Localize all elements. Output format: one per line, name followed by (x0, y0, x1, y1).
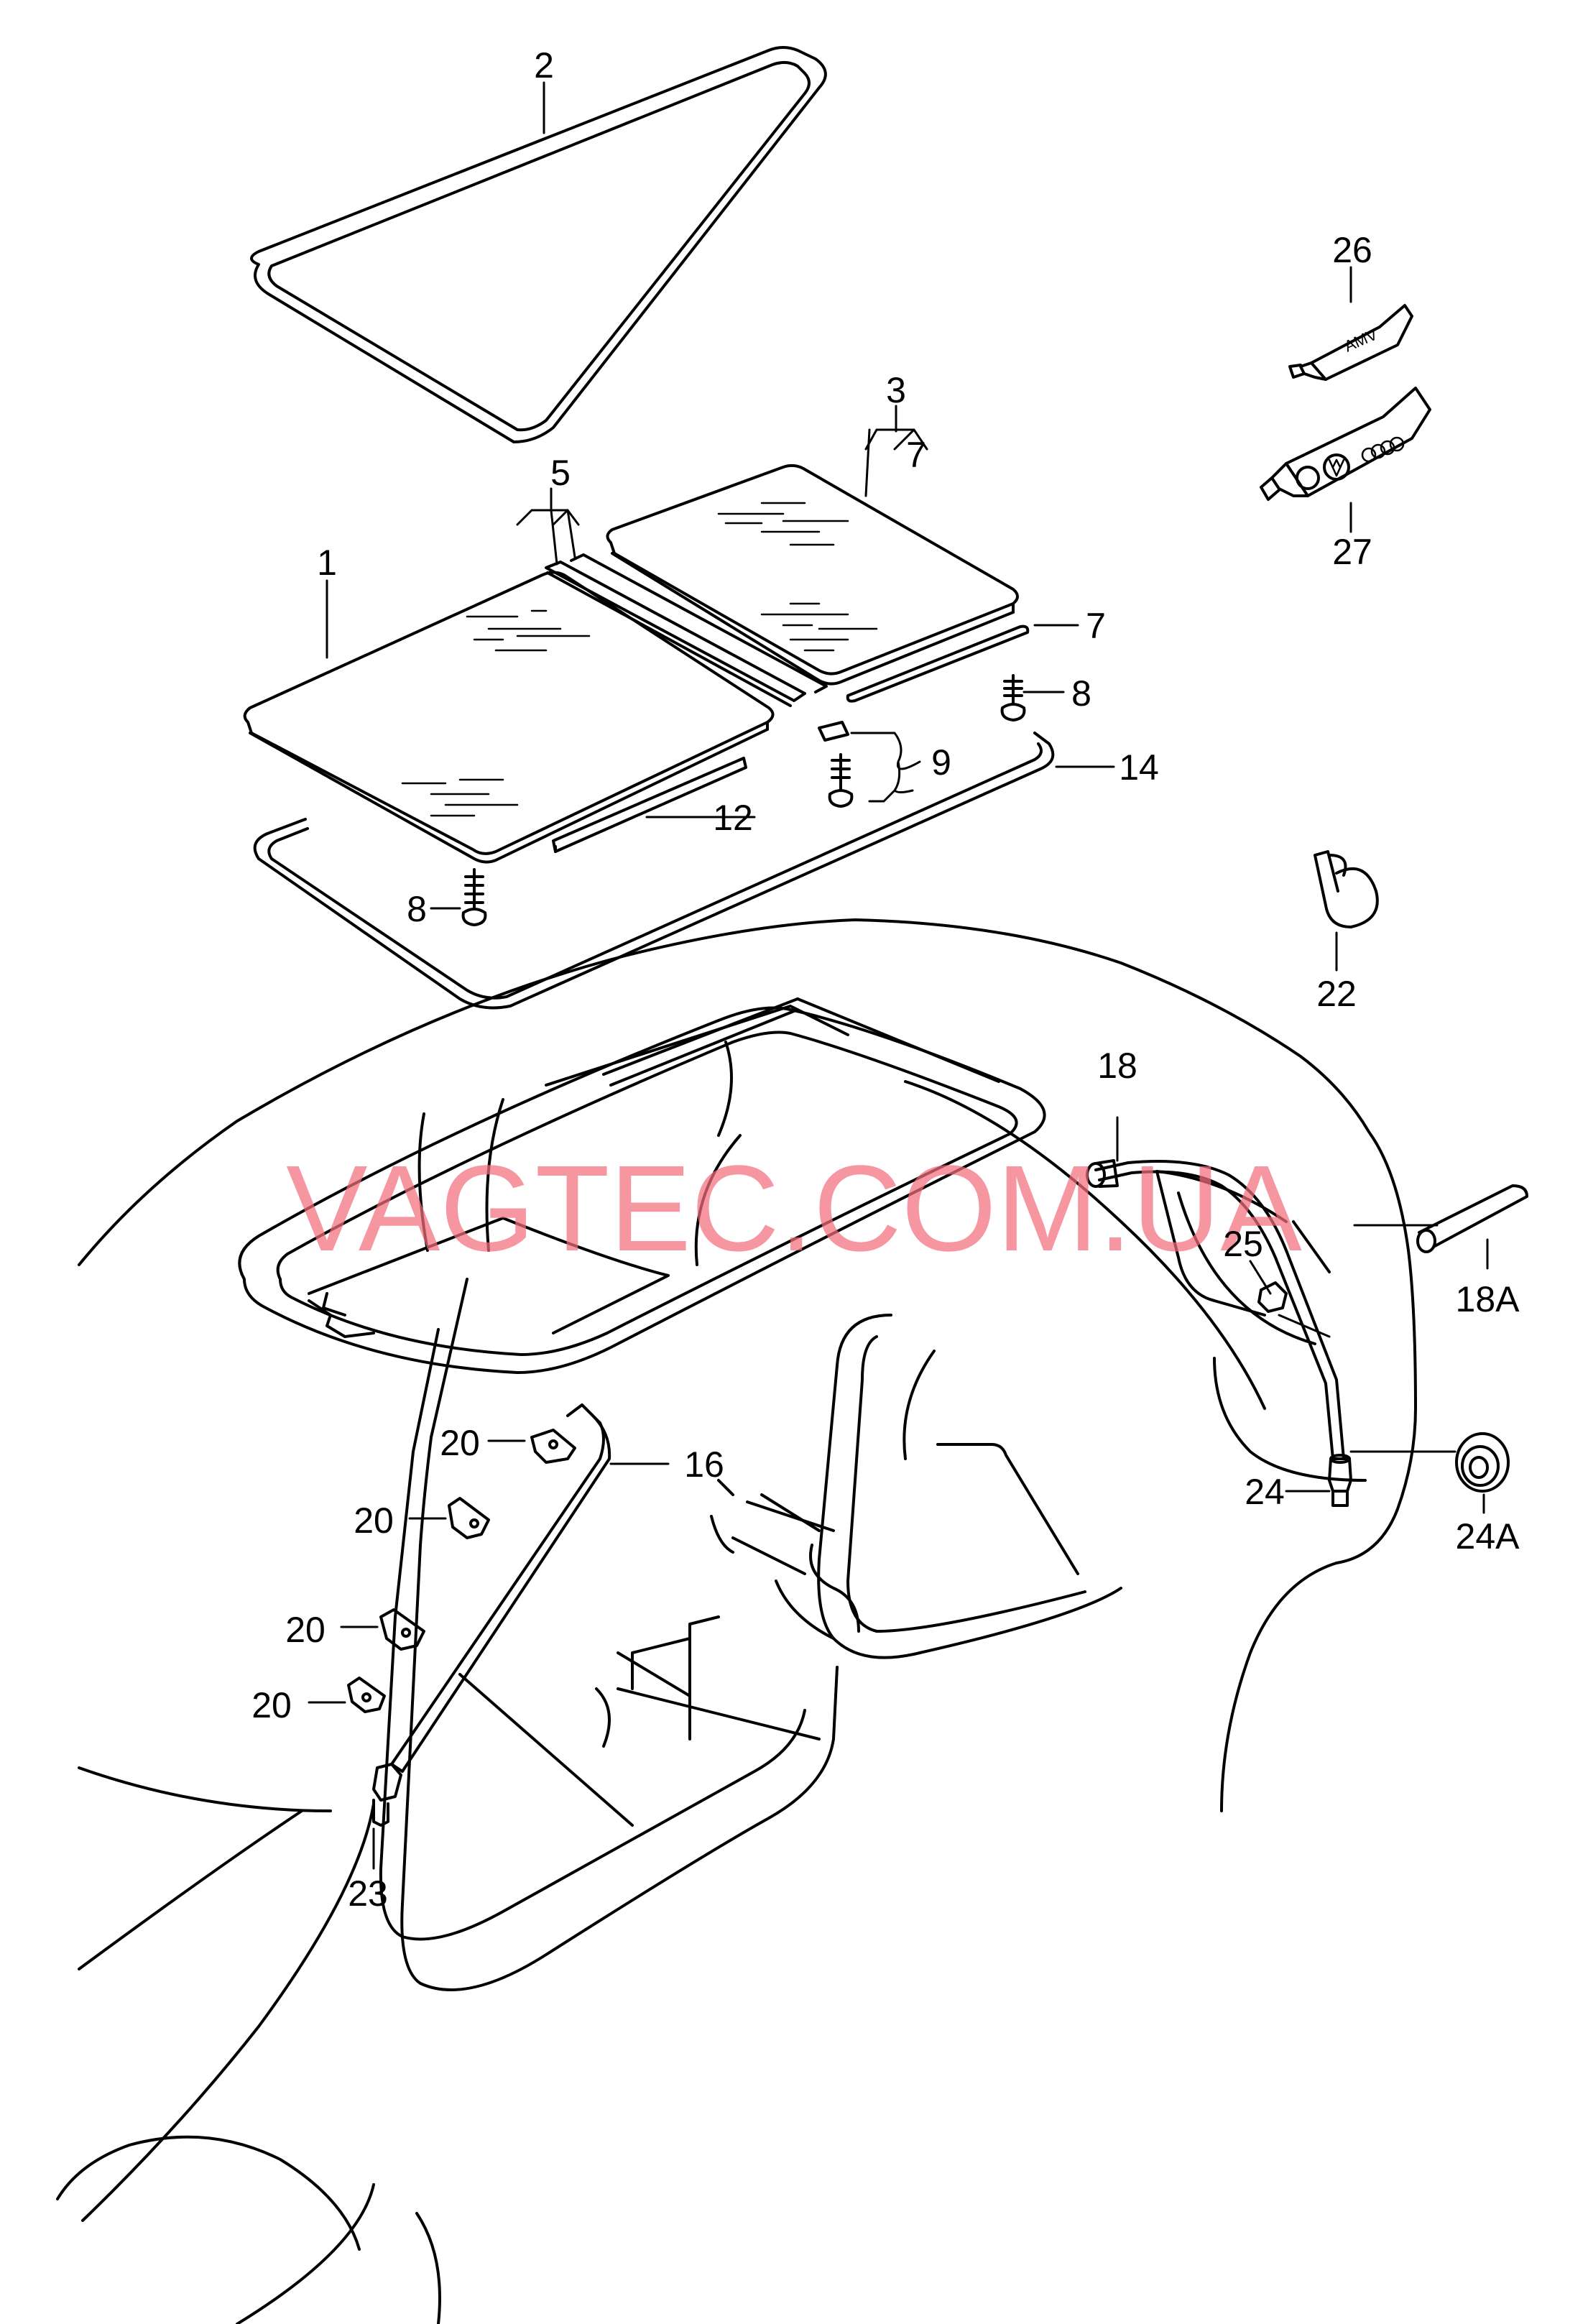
part-24-drain-valve (1328, 1454, 1352, 1507)
part-20-clip-c (379, 1608, 425, 1651)
callout-9: 9 (931, 742, 951, 783)
part-5-strips (545, 553, 828, 707)
callout-18A: 18A (1456, 1279, 1520, 1319)
callout-2: 2 (534, 45, 554, 86)
part-20-clip-a (530, 1429, 576, 1464)
callout-24: 24 (1245, 1472, 1285, 1512)
callout-20-c: 20 (285, 1610, 326, 1650)
tube-amv-label: AMV (1342, 325, 1380, 355)
part-12-front-strip (552, 757, 747, 853)
callout-3: 3 (886, 370, 906, 410)
callout-7-top: 7 (906, 435, 926, 475)
callout-8-right: 8 (1071, 673, 1091, 714)
part-1-front-glass (243, 571, 775, 864)
callout-14: 14 (1119, 747, 1159, 788)
callout-20-a: 20 (440, 1423, 480, 1463)
callout-22: 22 (1316, 974, 1357, 1014)
part-7-rear-strip (846, 624, 1030, 703)
watermark: VAGTEC.COM.UA (286, 1140, 1302, 1277)
part-20-clip-d (347, 1677, 386, 1713)
part-25-clip (1257, 1281, 1288, 1313)
callout-26: 26 (1332, 230, 1372, 270)
part-14-lower-frame (253, 732, 1055, 1010)
part-18-rear-drain-hose (1086, 1159, 1345, 1460)
callout-8-left: 8 (407, 889, 427, 929)
part-24A-grommet (1455, 1432, 1510, 1493)
part-8-screw-left (461, 868, 487, 926)
part-8-screw-right (1000, 674, 1026, 721)
part-16-front-drain-hose (390, 1403, 611, 1773)
part-22-clamp (1314, 850, 1379, 928)
callout-24A: 24A (1456, 1516, 1520, 1557)
part-27-tube (1260, 387, 1431, 501)
part-2-seal-frame (250, 46, 827, 443)
part-23-drain-valve (372, 1763, 402, 1827)
part-3-rear-glass (606, 464, 1019, 686)
callout-25: 25 (1223, 1224, 1263, 1264)
callout-23: 23 (348, 1873, 388, 1914)
callout-1: 1 (317, 543, 337, 583)
callout-12: 12 (713, 798, 753, 838)
callout-20-d: 20 (251, 1685, 292, 1725)
part-9-clip (818, 721, 854, 808)
callout-5: 5 (550, 453, 571, 493)
callout-20-b: 20 (354, 1500, 394, 1541)
callout-18: 18 (1097, 1046, 1137, 1086)
callout-27: 27 (1332, 532, 1372, 572)
callout-7-right: 7 (1086, 606, 1106, 646)
car-body (56, 918, 1417, 2324)
part-18A-rod (1416, 1184, 1528, 1253)
part-20-clip-b (448, 1497, 490, 1539)
leader-lines (308, 81, 1489, 1870)
part-26-sealant-tube (1288, 304, 1413, 381)
callout-16: 16 (684, 1444, 724, 1485)
